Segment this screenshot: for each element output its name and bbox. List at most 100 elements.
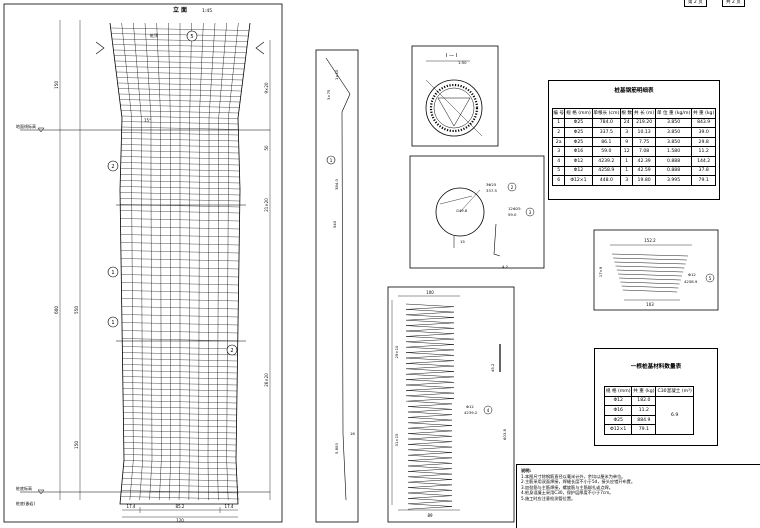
rebar-line bbox=[407, 411, 453, 415]
rebar-line bbox=[122, 346, 238, 350]
mini-h: 17×9 bbox=[598, 266, 603, 277]
table-cell: Φ25 bbox=[603, 414, 633, 426]
main-bar-d2: 3×75 bbox=[326, 89, 331, 100]
rebar-line bbox=[123, 418, 237, 422]
rebar-line bbox=[121, 306, 239, 310]
rebar-line bbox=[121, 298, 239, 302]
mini-spiral-view bbox=[593, 229, 719, 311]
concrete-volume: 6.9 bbox=[655, 395, 694, 435]
rebar-line bbox=[217, 459, 219, 501]
dim-top: 150 bbox=[54, 81, 59, 89]
rebar-line bbox=[407, 506, 453, 510]
rebar-line bbox=[123, 460, 237, 464]
rebar-line bbox=[407, 436, 453, 440]
rebar-line bbox=[122, 382, 238, 386]
rebar-line bbox=[116, 77, 244, 81]
dim-r3: 21×20 bbox=[264, 198, 269, 212]
rebar-line bbox=[407, 430, 453, 434]
rebar-line bbox=[616, 269, 684, 273]
balloon-1a: 1 bbox=[111, 270, 114, 276]
spiral-lbl1: Φ12 bbox=[466, 404, 474, 409]
rebar-line bbox=[120, 496, 240, 500]
table-cell: 219.20 bbox=[632, 117, 656, 129]
rebar-line bbox=[141, 189, 143, 461]
rebar-line bbox=[168, 459, 171, 501]
rebar-line bbox=[121, 484, 239, 488]
rebar-line bbox=[122, 478, 238, 482]
rebar-line bbox=[405, 349, 455, 353]
rebar-line bbox=[123, 430, 237, 434]
rebar-line bbox=[120, 186, 240, 190]
rebar-line bbox=[110, 27, 250, 31]
rebar-line bbox=[217, 189, 219, 461]
table-cell: 24 bbox=[620, 117, 634, 129]
rebar-line bbox=[405, 346, 455, 351]
table-cell: Φ12×1 bbox=[603, 424, 633, 435]
qty-table-panel bbox=[594, 348, 718, 446]
elevation-balloons bbox=[107, 30, 238, 356]
spiral-lbl2: 4239.2 bbox=[464, 410, 478, 415]
rebar-line bbox=[120, 226, 240, 230]
rebar-line bbox=[407, 457, 453, 461]
table-header-cell: 单 位 重 (kg/m) bbox=[654, 108, 693, 119]
spiral-d-left1: 29×10 bbox=[394, 345, 399, 358]
rebar-line bbox=[407, 425, 453, 429]
rebar-line bbox=[123, 394, 237, 398]
rebar-line bbox=[405, 376, 455, 380]
table-cell: 4 bbox=[551, 155, 566, 167]
rebar-line bbox=[405, 379, 455, 383]
rebar-line bbox=[123, 406, 237, 410]
main-bar-d5: 5.800 bbox=[334, 443, 339, 454]
rebar-line bbox=[120, 162, 240, 166]
rebar-line bbox=[121, 126, 239, 130]
rebar-line bbox=[405, 360, 455, 364]
section-title: I — I bbox=[446, 53, 457, 59]
detail-d4: 12Φ25 bbox=[508, 206, 521, 211]
rebar-line bbox=[207, 189, 210, 461]
table-cell: 1 bbox=[620, 155, 634, 167]
rebar-line bbox=[615, 265, 685, 269]
table-cell: 4239.2 bbox=[591, 155, 622, 167]
rebar-line bbox=[407, 414, 453, 418]
rebar-line bbox=[120, 192, 240, 196]
rebar-table-panel bbox=[548, 80, 720, 200]
note-4: 4.桩身混凝土采用C30，保护层厚度不小于7cm。 bbox=[521, 490, 614, 496]
rebar-line bbox=[120, 250, 240, 254]
rebar-line bbox=[123, 424, 237, 428]
table-cell: 448.0 bbox=[591, 175, 622, 186]
rebar-line bbox=[121, 115, 239, 119]
rebar-line bbox=[407, 452, 453, 456]
table-cell: 3.850 bbox=[654, 117, 693, 129]
rebar-line bbox=[207, 459, 209, 501]
rebar-line bbox=[114, 60, 246, 64]
rebar-line bbox=[407, 492, 453, 496]
table-cell: 11.2 bbox=[631, 405, 657, 416]
rebar-line bbox=[123, 448, 237, 452]
balloon-2a: 2 bbox=[111, 164, 114, 170]
table-header-cell: 根 数 bbox=[620, 108, 634, 119]
rebar-line bbox=[121, 266, 239, 270]
dim-total: 600 bbox=[54, 306, 59, 314]
mini-w-bot: 103 bbox=[646, 302, 654, 307]
rebar-line bbox=[622, 289, 678, 293]
qty-table-title: 一根桩基材料数量表 bbox=[630, 364, 682, 370]
rebar-line bbox=[218, 22, 227, 119]
table-cell: 2 bbox=[551, 127, 566, 138]
note-1: 1.本图尺寸除钢筋直径以毫米计外，余均以厘米为单位。 bbox=[521, 473, 626, 479]
spiral-balloon: 4 bbox=[487, 408, 490, 413]
rebar-line bbox=[407, 419, 453, 424]
rebar-line bbox=[407, 473, 453, 478]
rebar-line bbox=[407, 463, 453, 467]
rebar-line bbox=[407, 465, 453, 469]
balloon-5: 5 bbox=[190, 34, 193, 40]
rebar-line bbox=[122, 370, 238, 374]
elevation-title: 立 面 bbox=[173, 6, 187, 14]
rebar-line bbox=[120, 174, 240, 178]
rebar-line bbox=[407, 441, 453, 445]
